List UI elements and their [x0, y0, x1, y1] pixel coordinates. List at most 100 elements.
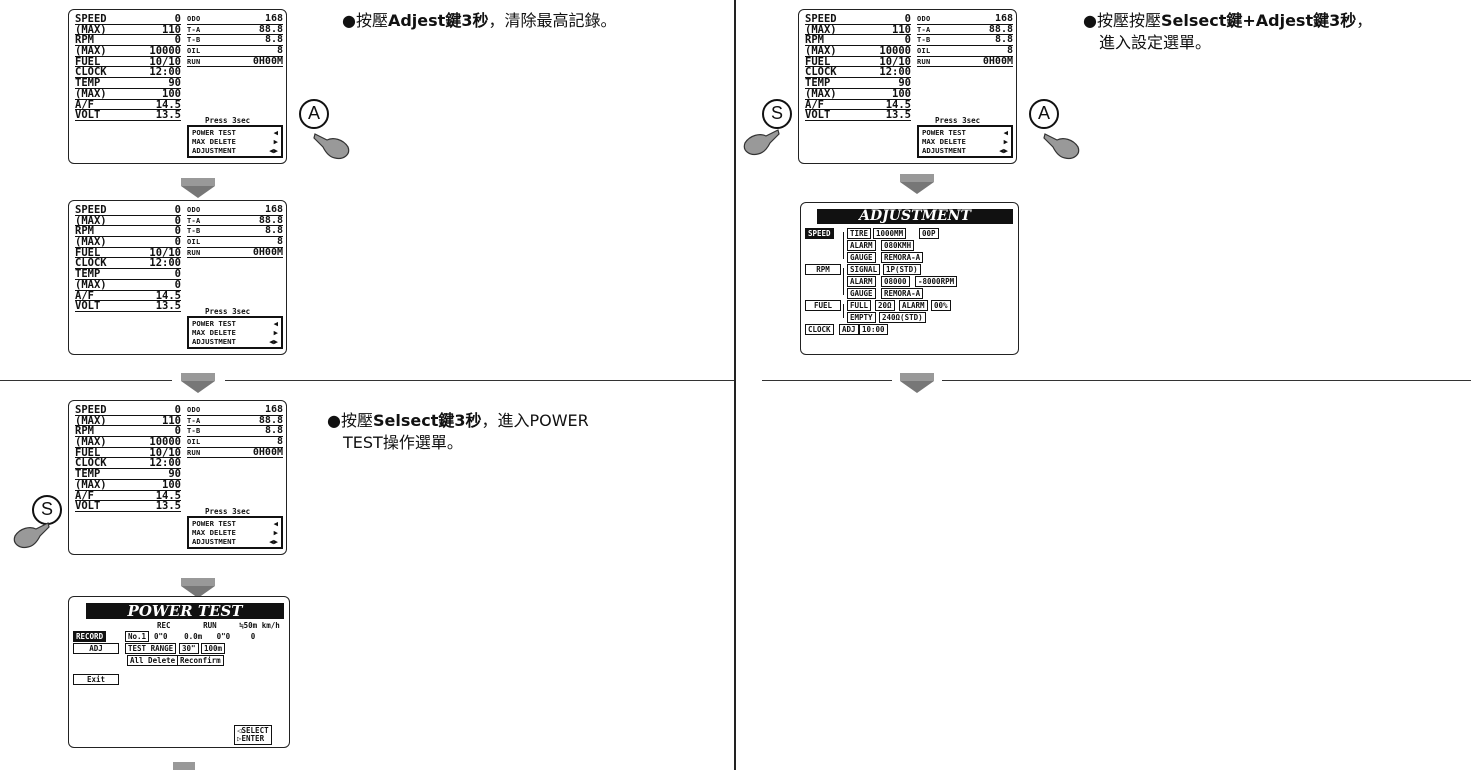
value: 12:00: [149, 257, 181, 270]
pointing-finger-icon: [743, 129, 780, 156]
s-button-label: S: [770, 103, 783, 123]
gauge-tag: GAUGE: [847, 288, 876, 299]
s-button-icon: S: [762, 99, 792, 129]
label-odo: ODO: [187, 206, 201, 214]
label-ta: T-A: [187, 416, 201, 425]
value: 14.5: [885, 98, 911, 111]
a-button-label: A: [307, 103, 320, 123]
value: 0: [174, 34, 181, 47]
note-text: ●按壓: [327, 411, 373, 430]
label-temp: TEMP: [75, 468, 101, 481]
label-tb: T-B: [187, 36, 201, 45]
label-max: (MAX): [805, 23, 837, 36]
value: 100: [162, 87, 181, 100]
value: 10/10: [149, 55, 181, 68]
a-button-icon: A: [299, 99, 329, 129]
alarm-tag: ALARM: [847, 276, 876, 287]
alarm-tag: ALARM: [847, 240, 876, 251]
note-key: Selsect鍵3秒: [372, 411, 482, 430]
label-tb: T-B: [187, 427, 201, 436]
menu-adjustment: ADJUSTMENT: [922, 146, 966, 156]
note-text: ●按壓按壓: [1083, 11, 1161, 30]
value: 12:00: [149, 66, 181, 79]
value: 88.8: [258, 414, 283, 426]
arrow-right-icon: ▶: [273, 328, 278, 338]
menu-adjustment: ADJUSTMENT: [192, 537, 236, 547]
label-temp: TEMP: [805, 77, 831, 90]
label-temp: TEMP: [75, 77, 101, 90]
value: 14.5: [155, 289, 181, 302]
menu-adjustment: ADJUSTMENT: [192, 337, 236, 347]
label-volt: VOLT: [75, 300, 101, 313]
a-button-icon: A: [1029, 99, 1059, 129]
arrow-down-stub-icon: [173, 762, 195, 770]
label-odo: ODO: [917, 15, 931, 23]
press-menu: Press 3sec POWER TEST◀ MAX DELETE▶ ADJUS…: [917, 116, 1013, 158]
arrow-both-icon: ◀▶: [269, 337, 278, 347]
reconfirm-tag: Reconfirm: [177, 655, 224, 666]
arrow-down-icon: [181, 373, 215, 393]
exit-tag: Exit: [73, 674, 119, 685]
value: 90: [168, 77, 181, 90]
arrow-right-icon: ▶: [273, 528, 278, 538]
label-max: (MAX): [75, 436, 107, 449]
arrow-both-icon: ◀▶: [999, 146, 1008, 156]
note-setup: ●按壓按壓Selsect鍵+Adjest鍵3秒， 進入設定選單。: [1083, 10, 1372, 54]
label-af: A/F: [75, 289, 94, 302]
press-header: Press 3sec: [203, 307, 253, 317]
gauge-tag: GAUGE: [847, 252, 876, 263]
menu-adjustment: ADJUSTMENT: [192, 146, 236, 156]
label-clock: CLOCK: [75, 457, 107, 470]
value: 100: [162, 478, 181, 491]
all-delete-tag: All Delete: [127, 655, 179, 666]
record-values: 0"0 0.0m 0"0 0: [154, 632, 255, 641]
value: 10/10: [149, 246, 181, 259]
label-max: (MAX): [75, 278, 107, 291]
speed-tag: SPEED: [805, 228, 834, 239]
section-divider-right-b: [942, 380, 1471, 381]
column-headers: REC RUN ≒50m km/h: [157, 621, 280, 630]
label-ta: T-A: [187, 216, 201, 225]
value: 0H00M: [252, 446, 283, 458]
label-speed: SPEED: [75, 404, 107, 416]
value: 8: [1006, 45, 1013, 57]
value: 13.5: [155, 300, 181, 313]
alarm-rpm-high-tag: -8000RPM: [915, 276, 958, 287]
label-volt: VOLT: [805, 109, 831, 122]
value: 12:00: [149, 457, 181, 470]
label-run: RUN: [187, 57, 201, 66]
note-selsect: ●按壓Selsect鍵3秒，進入POWER TEST操作選單。: [327, 410, 589, 454]
value: 0: [174, 404, 181, 416]
value: 14.5: [155, 98, 181, 111]
value: 0: [174, 13, 181, 25]
label-fuel: FUEL: [805, 55, 831, 68]
value: 8: [276, 236, 283, 248]
label-speed: SPEED: [75, 13, 107, 25]
value: 0: [174, 236, 181, 249]
menu-max-delete: MAX DELETE: [192, 528, 236, 538]
label-fuel: FUEL: [75, 55, 101, 68]
press-menu: Press 3sec POWER TEST◀ MAX DELETE▶ ADJUS…: [187, 116, 283, 158]
rec-time: 0"0: [154, 632, 168, 641]
note-text: ●按壓: [342, 11, 388, 30]
value: 0: [174, 204, 181, 216]
label-af: A/F: [805, 98, 824, 111]
menu-power-test: POWER TEST: [192, 128, 236, 137]
gauge-value-tag: REMORA-A: [881, 288, 924, 299]
note-key: Selsect鍵+Adjest鍵3秒: [1160, 11, 1357, 30]
label-rpm: RPM: [75, 425, 94, 438]
value: 88.8: [258, 23, 283, 35]
select-label: ◁SELECT: [237, 726, 269, 735]
value: 8: [276, 436, 283, 448]
value: 13.5: [155, 109, 181, 122]
section-divider-right-a: [762, 380, 892, 381]
note-text: ，: [1356, 11, 1373, 30]
arrow-down-icon: [900, 174, 934, 194]
value: 0: [174, 278, 181, 291]
